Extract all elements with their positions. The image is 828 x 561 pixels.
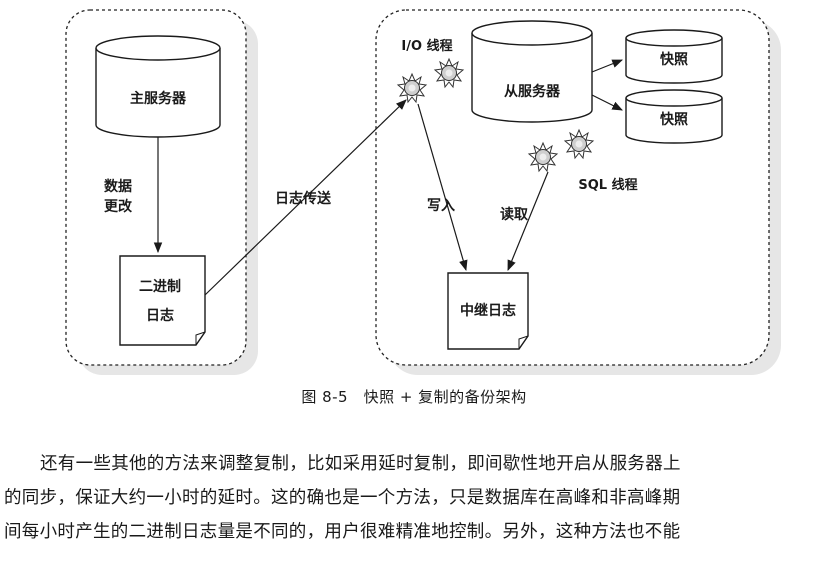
io-thread-label: I/O 线程 bbox=[401, 38, 452, 54]
snapshot-arrow-2 bbox=[591, 94, 623, 111]
figure-caption: 图 8-5 快照 + 复制的备份架构 bbox=[301, 388, 527, 406]
body-paragraph: 还有一些其他的方法来调整复制，比如采用延时复制，即间歇性地开启从服务器上 的同步… bbox=[4, 447, 822, 549]
slave-server-label: 从服务器 bbox=[504, 83, 561, 100]
relay-log-label: 中继日志 bbox=[460, 302, 516, 319]
snapshot-2-label: 快照 bbox=[660, 111, 688, 128]
read-arrow bbox=[507, 171, 549, 271]
log-shipping-label: 日志传送 bbox=[275, 190, 332, 207]
write-arrow bbox=[417, 103, 468, 272]
log-shipping-arrow bbox=[204, 99, 407, 296]
snapshot-1-label: 快照 bbox=[660, 51, 688, 68]
master-server-label: 主服务器 bbox=[130, 90, 187, 107]
read-label: 读取 bbox=[500, 206, 529, 223]
paragraph-line: 间每小时产生的二进制日志量是不同的，用户很难精准地控制。另外，这种方法也不能 bbox=[4, 522, 681, 542]
snapshot-2-cylinder: 快照 bbox=[625, 89, 723, 144]
binlog-label-2: 日志 bbox=[146, 307, 174, 324]
snapshot-1-cylinder: 快照 bbox=[625, 29, 723, 84]
snapshot-arrow-1 bbox=[591, 59, 624, 73]
relay-log-document: 中继日志 bbox=[447, 272, 529, 350]
sql-thread-label: SQL 线程 bbox=[578, 177, 637, 193]
backup-architecture-diagram: 主服务器 数据 更改 二进制 日志 日志传送 I/O 线程 从服务器 快照 快照… bbox=[65, 9, 781, 375]
master-server-cylinder: 主服务器 bbox=[95, 35, 221, 138]
paragraph-line: 的同步，保证大约一小时的延时。这的确也是一个方法，只是数据库在高峰和非高峰期 bbox=[4, 488, 681, 508]
slave-server-cylinder: 从服务器 bbox=[471, 20, 593, 123]
paragraph-line: 还有一些其他的方法来调整复制，比如采用延时复制，即间歇性地开启从服务器上 bbox=[40, 454, 681, 474]
write-label: 写入 bbox=[427, 198, 455, 214]
binlog-document: 二进制 日志 bbox=[119, 255, 206, 346]
data-change-label-2: 更改 bbox=[104, 198, 133, 215]
data-change-label: 数据 bbox=[104, 178, 132, 195]
binlog-label-1: 二进制 bbox=[139, 278, 181, 295]
